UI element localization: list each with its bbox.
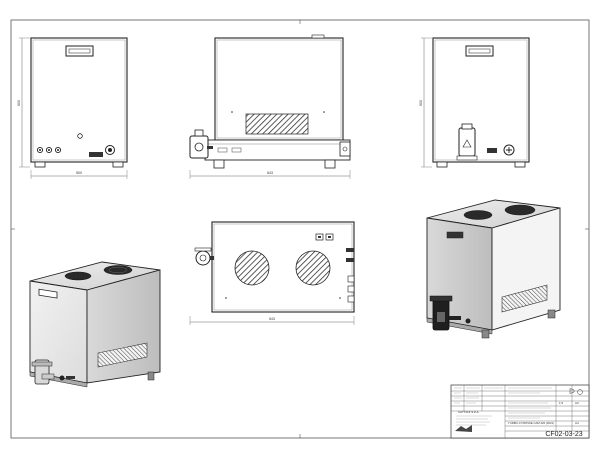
iso-left-pump-assembly [31,359,75,385]
isometric-view-right [426,199,561,339]
company-logo [455,425,472,432]
top-fan-grille-left [234,250,270,286]
title-block: CATTANI S.P.A. TURBO-CYMOSSE CAM 420 (20… [450,384,590,439]
rear-pump-assembly [456,123,478,161]
front-indicator-lamp [77,133,83,139]
front-view: 500 600 [17,37,128,179]
top-pump-assembly [194,247,214,266]
iso-right-pump-assembly [429,295,471,331]
front-height-dimension: 600 [17,100,21,106]
sheet-label: A4 [575,421,579,425]
iso-left-handle [38,288,58,299]
iso-right-vent [501,284,548,313]
top-width-dimension: 643 [269,317,275,321]
side-view: 643 [189,34,351,179]
side-pump-assembly [189,129,213,159]
iso-left-fan-1 [64,271,92,281]
iso-left-vent [97,342,148,368]
sheet-size: A3 [575,401,579,405]
isometric-view-left [29,261,161,388]
drawing-number: CF02-03-23 [545,431,582,438]
drawing-description: TURBO-CYMOSSE CAM 420 (2021) [508,421,554,425]
rear-view: 600 [419,37,530,168]
iso-right-fan-1 [463,210,493,220]
iso-right-handle [446,231,464,239]
rear-handle [465,45,494,57]
front-handle [65,45,94,57]
rear-height-dimension: 600 [419,100,423,106]
company-name: CATTANI S.P.A. [458,410,480,414]
drawing-frame [10,19,590,439]
scale-value: 1:5 [559,401,564,405]
side-vent-grille [245,113,309,135]
iso-right-fan-2 [504,204,536,216]
front-width-dimension: 500 [76,171,82,175]
top-view: 643 [189,221,355,325]
front-terminal-block [89,152,103,157]
top-fan-grille-right [295,250,331,286]
side-width-dimension: 643 [267,171,273,175]
iso-left-fan-2 [103,265,133,275]
projection-symbol-icon [569,388,583,395]
